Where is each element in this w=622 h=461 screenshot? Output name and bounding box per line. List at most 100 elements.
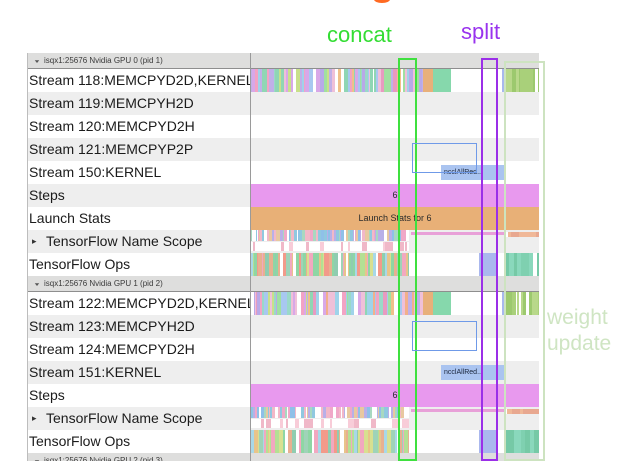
trace-row-label: ▸ TensorFlow Name Scope bbox=[28, 407, 250, 430]
trace-row[interactable]: Stream 122:MEMCPYD2D,KERNEL,MI bbox=[28, 292, 539, 315]
trace-row-track[interactable] bbox=[251, 115, 539, 138]
timeline-segment bbox=[479, 253, 497, 276]
annotation-weight-line2: update bbox=[547, 332, 612, 355]
trace-group-header[interactable]: ▾isqx1:25676 Nvidia GPU 2 (pid 3) bbox=[28, 453, 539, 461]
trace-row[interactable]: Stream 121:MEMCPYP2P bbox=[28, 138, 539, 161]
trace-row-track[interactable] bbox=[251, 230, 539, 253]
timeline-bars bbox=[251, 419, 409, 428]
trace-group-header-text: isqx1:25676 Nvidia GPU 1 (pid 2) bbox=[44, 279, 163, 288]
trace-row-label: Stream 151:KERNEL bbox=[28, 361, 250, 384]
trace-row-track[interactable] bbox=[251, 338, 539, 361]
timeline-bars bbox=[506, 292, 539, 315]
timeline-bars bbox=[251, 69, 423, 92]
trace-row-track[interactable]: ncclAllRed... bbox=[251, 161, 539, 184]
trace-row[interactable]: ▸ TensorFlow Name Scope bbox=[28, 407, 539, 430]
trace-row[interactable]: Stream 118:MEMCPYD2D,KERNEL,ME bbox=[28, 69, 539, 92]
trace-group-header[interactable]: ▾ isqx1:25676 Nvidia GPU 1 (pid 2) bbox=[28, 276, 539, 292]
annotation-weight-line1: weight bbox=[547, 306, 608, 329]
trace-row-track[interactable]: 6 bbox=[251, 184, 539, 207]
trace-row-label: Stream 150:KERNEL bbox=[28, 161, 250, 184]
trace-row-label: Launch Stats bbox=[28, 207, 250, 230]
trace-row-label: Stream 118:MEMCPYD2D,KERNEL,ME bbox=[28, 69, 250, 92]
trace-row-label: TensorFlow Ops bbox=[28, 253, 250, 276]
timeline-bars bbox=[423, 69, 433, 92]
timeline-segment bbox=[502, 69, 506, 92]
trace-row-track[interactable] bbox=[251, 315, 539, 338]
trace-row[interactable]: ▸ TensorFlow Name Scope bbox=[28, 230, 539, 253]
trace-row-track[interactable]: Launch Stats for 6 bbox=[251, 207, 539, 230]
trace-row[interactable]: Stream 151:KERNEL ncclAllRed... bbox=[28, 361, 539, 384]
trace-row-track[interactable] bbox=[251, 407, 539, 430]
collapse-caret-icon[interactable]: ▾ bbox=[34, 58, 40, 65]
nccl-allreduce-block[interactable]: ncclAllRed... bbox=[441, 165, 504, 180]
timeline-bars bbox=[504, 232, 539, 237]
collapse-caret-icon[interactable]: ▾ bbox=[34, 281, 40, 288]
timeline-bars bbox=[504, 409, 539, 414]
trace-row-track[interactable]: ncclAllRed... bbox=[251, 361, 539, 384]
trace-row-label-text: TensorFlow Name Scope bbox=[46, 410, 203, 426]
trace-row-label: Stream 120:MEMCPYD2H bbox=[28, 115, 250, 138]
trace-viewer-panel[interactable]: ▾ isqx1:25676 Nvidia GPU 0 (pid 1) Stream … bbox=[27, 53, 539, 461]
trace-row-track[interactable] bbox=[251, 292, 539, 315]
timeline-segment bbox=[502, 292, 506, 315]
timeline-segment bbox=[411, 409, 539, 412]
trace-row-label: Steps bbox=[28, 384, 250, 407]
trace-row-track[interactable] bbox=[251, 430, 539, 453]
annotation-concat: concat bbox=[327, 22, 392, 47]
trace-row-label-text: TensorFlow Name Scope bbox=[46, 233, 203, 249]
trace-row-label: Stream 121:MEMCPYP2P bbox=[28, 138, 250, 161]
timeline-bars bbox=[433, 292, 451, 315]
timeline-segment bbox=[479, 430, 497, 453]
trace-row[interactable]: Stream 150:KERNEL ncclAllRed... bbox=[28, 161, 539, 184]
trace-row-track[interactable]: 6 bbox=[251, 384, 539, 407]
timeline-bars bbox=[251, 407, 409, 418]
nccl-allreduce-block[interactable]: ncclAllRed... bbox=[441, 365, 504, 380]
trace-group-header[interactable]: ▾ isqx1:25676 Nvidia GPU 0 (pid 1) bbox=[28, 53, 539, 69]
annotation-weight-update: weight update bbox=[547, 305, 611, 357]
launch-stats-bar[interactable] bbox=[251, 207, 539, 230]
trace-row[interactable]: Stream 124:MEMCPYD2H bbox=[28, 338, 539, 361]
trace-row-track[interactable] bbox=[251, 138, 539, 161]
trace-row[interactable]: Stream 119:MEMCPYH2D bbox=[28, 92, 539, 115]
timeline-bars bbox=[251, 230, 409, 241]
orange-marker-icon bbox=[374, 0, 390, 3]
trace-row-label: TensorFlow Ops bbox=[28, 430, 250, 453]
steps-bar-label: 6 bbox=[392, 190, 398, 200]
steps-bar-label: 6 bbox=[392, 390, 398, 400]
trace-row[interactable]: TensorFlow Ops bbox=[28, 253, 539, 276]
expand-triangle-icon[interactable]: ▸ bbox=[32, 413, 37, 423]
trace-row-label: Stream 119:MEMCPYH2D bbox=[28, 92, 250, 115]
trace-row[interactable]: TensorFlow Ops bbox=[28, 430, 539, 453]
trace-row[interactable]: Launch Stats Launch Stats for 6 bbox=[28, 207, 539, 230]
trace-row-label: ▸ TensorFlow Name Scope bbox=[28, 230, 250, 253]
timeline-bars bbox=[423, 292, 433, 315]
trace-row[interactable]: Steps 6 bbox=[28, 384, 539, 407]
steps-bar[interactable] bbox=[251, 384, 539, 407]
trace-row-label: Stream 122:MEMCPYD2D,KERNEL,MI bbox=[28, 292, 250, 315]
timeline-bars bbox=[251, 242, 409, 251]
timeline-bars bbox=[506, 253, 539, 276]
trace-row-label: Stream 123:MEMCPYH2D bbox=[28, 315, 250, 338]
trace-row[interactable]: Stream 120:MEMCPYD2H bbox=[28, 115, 539, 138]
steps-bar[interactable] bbox=[251, 184, 539, 207]
timeline-bars bbox=[251, 430, 409, 453]
trace-row[interactable]: Stream 123:MEMCPYH2D bbox=[28, 315, 539, 338]
label-column-divider bbox=[250, 53, 251, 461]
expand-triangle-icon[interactable]: ▸ bbox=[32, 236, 37, 246]
trace-row-track[interactable] bbox=[251, 253, 539, 276]
timeline-bars bbox=[506, 69, 539, 92]
collapse-caret-icon[interactable]: ▾ bbox=[35, 456, 45, 461]
timeline-bars bbox=[506, 430, 539, 453]
trace-row-track[interactable] bbox=[251, 92, 539, 115]
trace-group-header-text: isqx1:25676 Nvidia GPU 0 (pid 1) bbox=[44, 56, 163, 65]
trace-row-track[interactable] bbox=[251, 69, 539, 92]
timeline-segment bbox=[411, 232, 539, 235]
launch-stats-bar-label: Launch Stats for 6 bbox=[358, 213, 432, 223]
timeline-bars bbox=[433, 69, 451, 92]
annotation-split: split bbox=[461, 19, 501, 44]
timeline-bars bbox=[251, 253, 409, 276]
trace-group-header-text: isqx1:25676 Nvidia GPU 2 (pid 3) bbox=[44, 456, 163, 461]
timeline-bars bbox=[251, 292, 423, 315]
trace-row-label: Stream 124:MEMCPYD2H bbox=[28, 338, 250, 361]
